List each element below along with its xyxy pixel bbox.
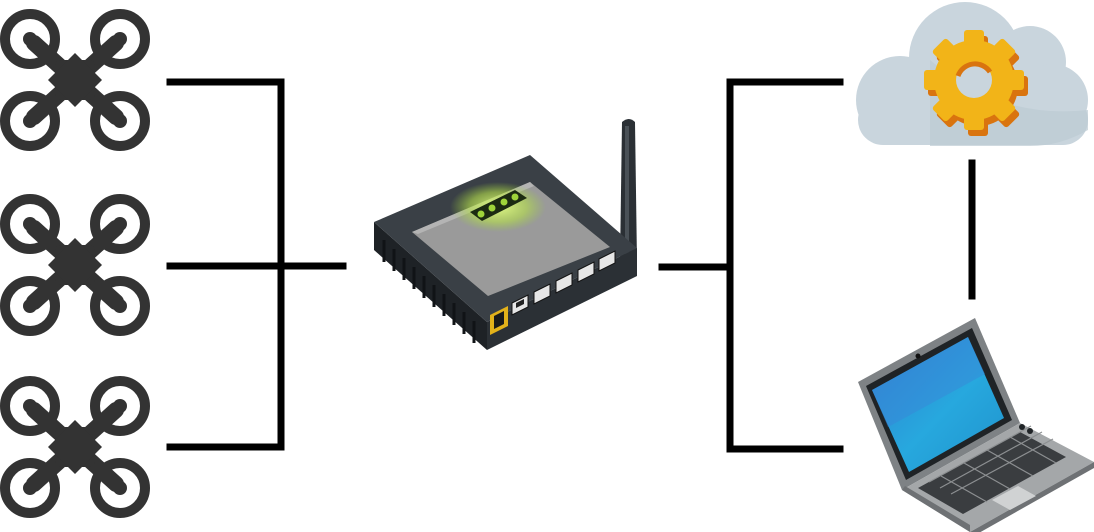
gear-icon: [924, 30, 1028, 136]
laptop-screen: [872, 337, 1004, 472]
router-to-devices-connector: [658, 78, 976, 453]
wifi-router-icon: [374, 119, 637, 350]
laptop-touchpad: [992, 486, 1036, 510]
router-ports: [511, 250, 616, 316]
drone-2-quadcopter-icon: [5, 199, 145, 331]
laptop-icon: [858, 318, 1094, 532]
drone-3-quadcopter-icon: [5, 381, 145, 513]
drones-to-router-connector: [166, 78, 347, 451]
cloud-gear-icon: [856, 2, 1088, 146]
drone-1-quadcopter-icon: [5, 14, 145, 146]
